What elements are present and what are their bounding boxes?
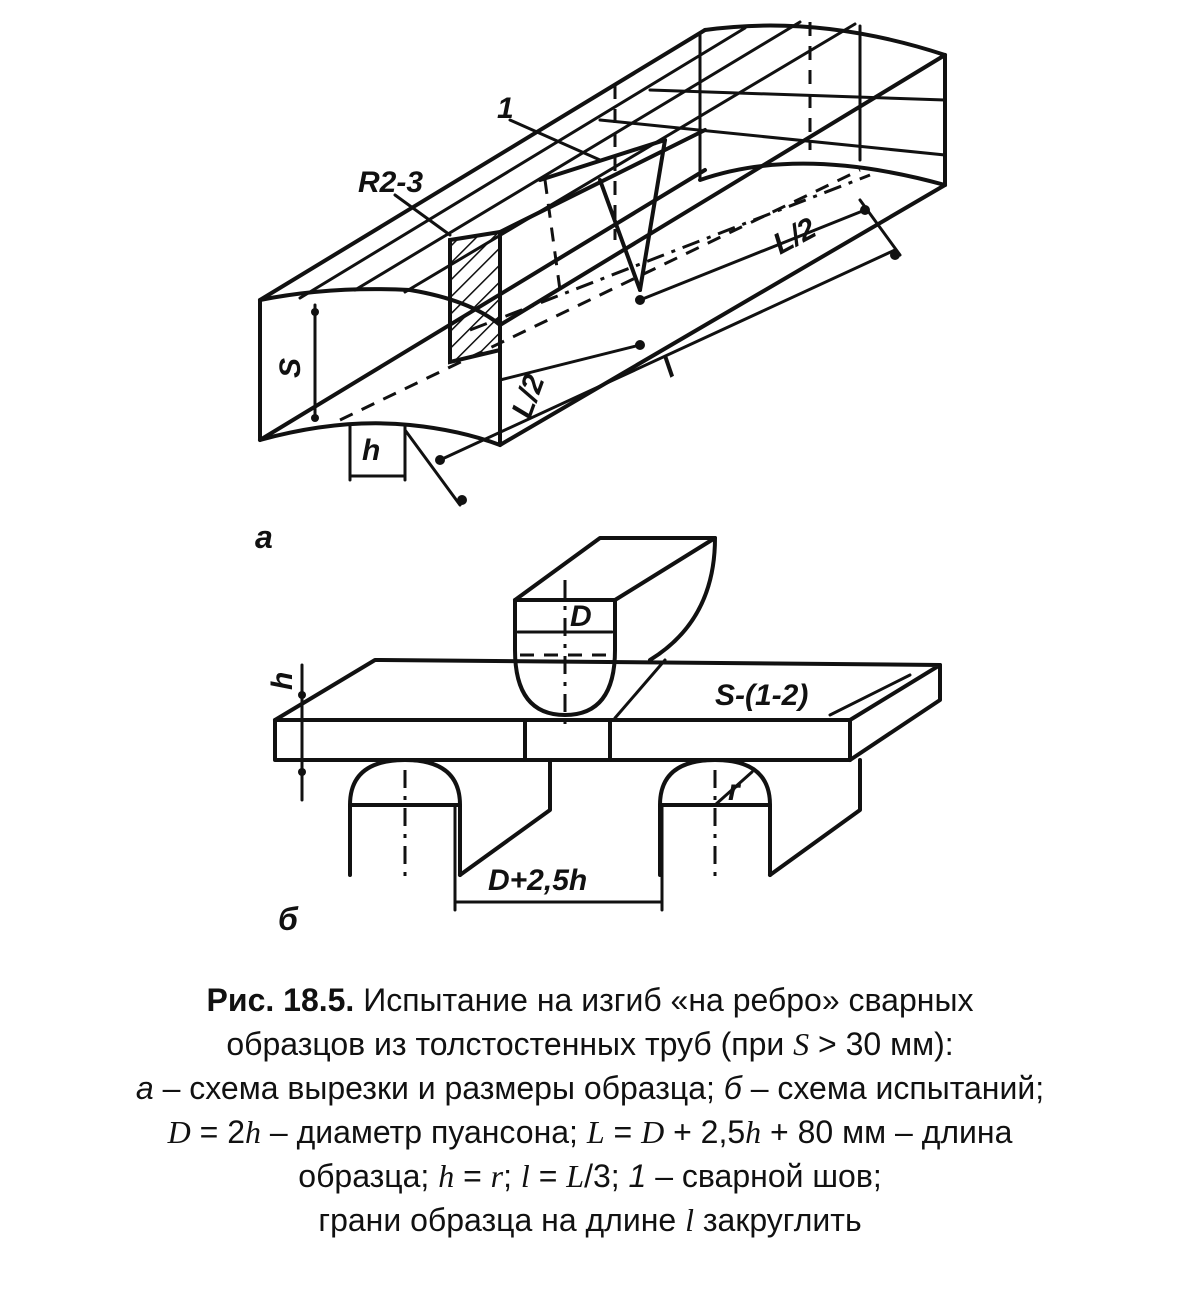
punch-front xyxy=(513,598,617,717)
caption-line-2: образцов из толстостенных труб (при S > … xyxy=(40,1022,1140,1066)
caption-text-4c: = xyxy=(604,1114,642,1150)
surface-cross-2 xyxy=(648,88,947,102)
caption-sym-l-upper: L xyxy=(586,1114,605,1150)
half-length-left-dim xyxy=(498,343,642,382)
label-half-length: L/2 xyxy=(768,212,822,262)
width-dim-line xyxy=(828,673,912,717)
caption-text-4a: = 2 xyxy=(190,1114,245,1150)
surface-line-1 xyxy=(298,26,747,300)
support-left-side xyxy=(458,758,552,877)
caption-text-5e: /3; xyxy=(584,1158,629,1194)
specimen-axis xyxy=(469,173,871,332)
support-left xyxy=(348,758,462,877)
far-end-inner-curve xyxy=(698,161,947,187)
caption-text-2b: > 30 мм): xyxy=(809,1026,954,1062)
weld-seam-diag2 xyxy=(638,138,667,292)
caption-sym-h3: h xyxy=(438,1158,455,1194)
far-end-top xyxy=(703,23,947,57)
caption-sym-one: 1 xyxy=(628,1158,647,1194)
caption-text-4d: + 2,5 xyxy=(664,1114,746,1150)
label-thickness-s: S xyxy=(274,358,307,378)
caption-sym-h2: h xyxy=(745,1114,762,1150)
bottom-edge xyxy=(498,183,947,447)
punch-side xyxy=(648,536,717,662)
plate-weld-diag xyxy=(613,658,667,720)
figure-number: Рис. 18.5. xyxy=(206,982,355,1018)
support-right-side xyxy=(768,758,862,877)
weld-hidden xyxy=(543,179,562,291)
caption-sym-l-upper2: L xyxy=(566,1158,585,1194)
caption-line-6: грани образца на длине l закруглить xyxy=(40,1198,1140,1242)
plate-side xyxy=(848,663,942,762)
caption-text-4e: + 80 мм – длина xyxy=(761,1114,1013,1150)
plate-front xyxy=(273,718,852,762)
caption-text-5a: образца; xyxy=(298,1158,439,1194)
caption-line-3: а – схема вырезки и размеры образца; б –… xyxy=(40,1066,1140,1110)
plate-weld-box xyxy=(523,718,612,762)
caption-text-4b: – диаметр пуансона; xyxy=(260,1114,587,1150)
caption-text-5d: = xyxy=(529,1158,567,1194)
label-width: S-(1-2) xyxy=(715,679,808,712)
label-height-h: h xyxy=(362,434,380,467)
caption-sym-s: S xyxy=(793,1026,810,1062)
caption-sym-d2: D xyxy=(641,1114,665,1150)
caption-line-4: D = 2h – диаметр пуансона; L = D + 2,5h … xyxy=(40,1110,1140,1154)
half-length-dim xyxy=(638,208,867,302)
caption-text-3b: – схема испытаний; xyxy=(741,1070,1045,1106)
label-radius: R2-3 xyxy=(358,166,423,199)
weld-seam-left xyxy=(538,138,667,182)
caption-sym-d: D xyxy=(167,1114,191,1150)
caption-sym-b: б xyxy=(723,1070,742,1106)
panel-a-drawing xyxy=(258,20,947,507)
caption-text-6a: грани образца на длине xyxy=(318,1202,686,1238)
label-weld-number: 1 xyxy=(497,92,514,125)
caption-sym-a: а xyxy=(135,1070,154,1106)
weld-leader xyxy=(508,118,602,162)
caption-text-6b: закруглить xyxy=(693,1202,862,1238)
r-dim xyxy=(713,770,754,807)
surface-line-2 xyxy=(353,20,802,292)
top-edge-right xyxy=(498,53,947,327)
surface-cross-1 xyxy=(598,118,947,157)
specimen-axis-2 xyxy=(339,168,861,422)
caption-text-5b: = xyxy=(454,1158,491,1194)
caption-line-5: образца; h = r; l = L/3; 1 – сварной шов… xyxy=(40,1154,1140,1198)
label-radius-r: r xyxy=(728,774,742,807)
caption-line-1: Рис. 18.5. Испытание на изгиб «на ребро»… xyxy=(40,978,1140,1022)
top-edge-left xyxy=(258,28,707,302)
punch-top xyxy=(513,536,717,602)
panel-b-drawing xyxy=(273,536,942,912)
label-span: D+2,5h xyxy=(488,864,587,897)
label-diameter-d: D xyxy=(570,600,592,633)
weld-seam-diag1 xyxy=(598,178,642,292)
support-right xyxy=(658,758,772,877)
radius-leader xyxy=(393,193,452,237)
caption-sym-h: h xyxy=(244,1114,261,1150)
caption-sym-l: l xyxy=(520,1158,530,1194)
caption-text-2a: образцов из толстостенных труб (при xyxy=(226,1026,794,1062)
caption-sym-l2: l xyxy=(685,1202,694,1238)
caption-text-1: Испытание на изгиб «на ребро» сварных xyxy=(363,982,974,1018)
caption-text-3a: – схема вырезки и размеры образца; xyxy=(153,1070,724,1106)
label-height-h-b: h xyxy=(266,672,299,690)
l-dim-line xyxy=(438,248,897,462)
specimen-back xyxy=(498,128,707,234)
panel-b-letter: б xyxy=(278,901,299,937)
technical-diagram: R2-3 1 L/2 L/2 l S h а xyxy=(255,20,947,937)
l-dim-ext-front xyxy=(403,428,462,507)
caption-sym-r: r xyxy=(490,1158,504,1194)
plate-top xyxy=(273,658,942,722)
caption-text-5f: – сварной шов; xyxy=(646,1158,882,1194)
specimen-section-hatch xyxy=(448,229,502,365)
caption-text-5c: ; xyxy=(503,1158,521,1194)
figure-caption: Рис. 18.5. Испытание на изгиб «на ребро»… xyxy=(40,978,1140,1242)
label-length-l: l xyxy=(657,351,681,384)
panel-a-letter: а xyxy=(255,519,273,555)
